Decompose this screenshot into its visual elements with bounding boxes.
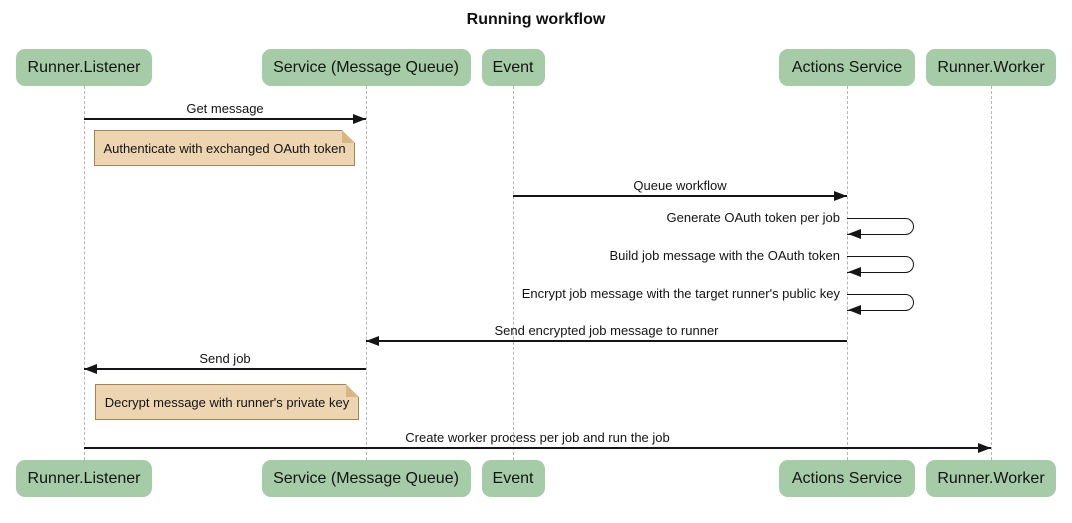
message-arrow	[84, 368, 366, 370]
lifeline-service_mq	[366, 86, 367, 460]
lifeline-runner_listener	[84, 86, 85, 460]
message-label: Send job	[199, 351, 251, 366]
arrowhead-left-icon	[848, 267, 861, 277]
lifeline-event	[513, 86, 514, 460]
arrowhead-left-icon	[848, 305, 861, 315]
participant-box-top-actions_service: Actions Service	[779, 49, 915, 86]
arrowhead-left-icon	[366, 335, 379, 346]
participant-box-top-event: Event	[481, 49, 545, 86]
message-label: Queue workflow	[633, 178, 727, 193]
message-label: Get message	[186, 101, 264, 116]
participant-box-bottom-runner_worker: Runner.Worker	[926, 460, 1056, 497]
participant-box-bottom-runner_listener: Runner.Listener	[16, 460, 152, 497]
self-message-label: Encrypt job message with the target runn…	[521, 286, 840, 301]
participant-box-top-runner_worker: Runner.Worker	[926, 49, 1056, 86]
arrowhead-left-icon	[84, 363, 97, 374]
lifeline-actions_service	[847, 86, 848, 460]
participant-box-bottom-actions_service: Actions Service	[779, 460, 915, 497]
arrowhead-left-icon	[848, 229, 861, 239]
lifeline-runner_worker	[991, 86, 992, 460]
participant-box-top-runner_listener: Runner.Listener	[16, 49, 152, 86]
arrowhead-right-icon	[834, 190, 847, 201]
arrowhead-right-icon	[978, 442, 991, 453]
self-message-loop	[847, 294, 914, 311]
self-message-label: Build job message with the OAuth token	[609, 248, 840, 263]
note-box: Authenticate with exchanged OAuth token	[94, 130, 355, 166]
self-message-label: Generate OAuth token per job	[666, 210, 840, 225]
self-message-loop	[847, 256, 914, 273]
message-label: Send encrypted job message to runner	[494, 323, 719, 338]
participant-box-bottom-service_mq: Service (Message Queue)	[261, 460, 471, 497]
participant-box-top-service_mq: Service (Message Queue)	[261, 49, 471, 86]
message-arrow	[513, 195, 847, 197]
message-arrow	[366, 340, 847, 342]
participant-box-bottom-event: Event	[481, 460, 545, 497]
arrowhead-right-icon	[353, 113, 366, 124]
message-arrow	[84, 447, 991, 449]
self-message-loop	[847, 218, 914, 235]
message-arrow	[84, 118, 366, 120]
diagram-title: Running workflow	[466, 11, 606, 28]
message-label: Create worker process per job and run th…	[405, 430, 670, 445]
note-box: Decrypt message with runner's private ke…	[95, 384, 359, 420]
